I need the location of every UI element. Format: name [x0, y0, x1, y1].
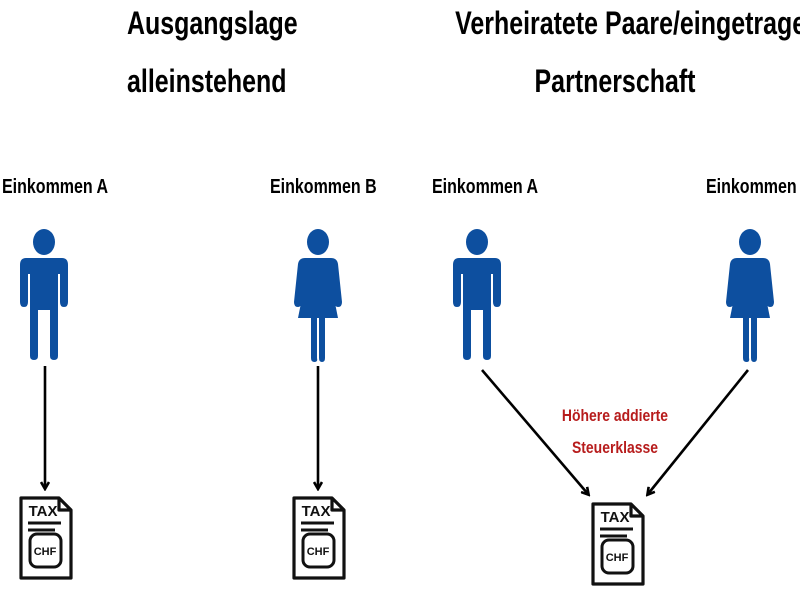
- single-income-a-label: Einkommen A: [2, 176, 109, 198]
- single-male-person-icon: [20, 229, 68, 360]
- single-income-b-label: Einkommen B: [270, 176, 377, 198]
- married-female-person-icon: [726, 229, 774, 362]
- arrow-married-b-to-tax: [648, 369, 750, 494]
- married-male-person-icon: [453, 229, 501, 360]
- tax-doc-currency: CHF: [606, 552, 629, 564]
- single-title-line2: alleinstehend: [127, 63, 287, 99]
- tax-doc-heading: TAX: [601, 509, 630, 526]
- tax-doc-heading: TAX: [302, 503, 331, 520]
- single-a-tax-document-icon: TAX CHF: [19, 496, 73, 580]
- arrow-married-a-to-tax: [481, 369, 588, 494]
- tax-doc-currency: CHF: [307, 546, 330, 558]
- married-section-title: Verheiratete Paare/eingetragene Partners…: [455, 0, 800, 110]
- single-female-person-icon: [294, 229, 342, 362]
- tax-doc-currency: CHF: [34, 546, 57, 558]
- married-income-b-label: Einkommen B: [706, 176, 800, 198]
- note-line2: Steuerklasse: [571, 438, 659, 457]
- single-b-tax-document-icon: TAX CHF: [292, 496, 346, 580]
- married-tax-document-icon: TAX CHF: [591, 502, 645, 586]
- single-section-title: Ausgangslage alleinstehend: [127, 0, 298, 110]
- married-title-line2: Partnerschaft: [534, 63, 696, 99]
- higher-tax-bracket-note: Höhere addierte Steuerklasse: [554, 400, 677, 464]
- married-title-line1: Verheiratete Paare/eingetragene: [455, 5, 800, 41]
- note-line1: Höhere addierte: [561, 406, 669, 425]
- single-title-line1: Ausgangslage: [127, 5, 298, 41]
- tax-doc-heading: TAX: [29, 503, 58, 520]
- married-income-a-label: Einkommen A: [432, 176, 539, 198]
